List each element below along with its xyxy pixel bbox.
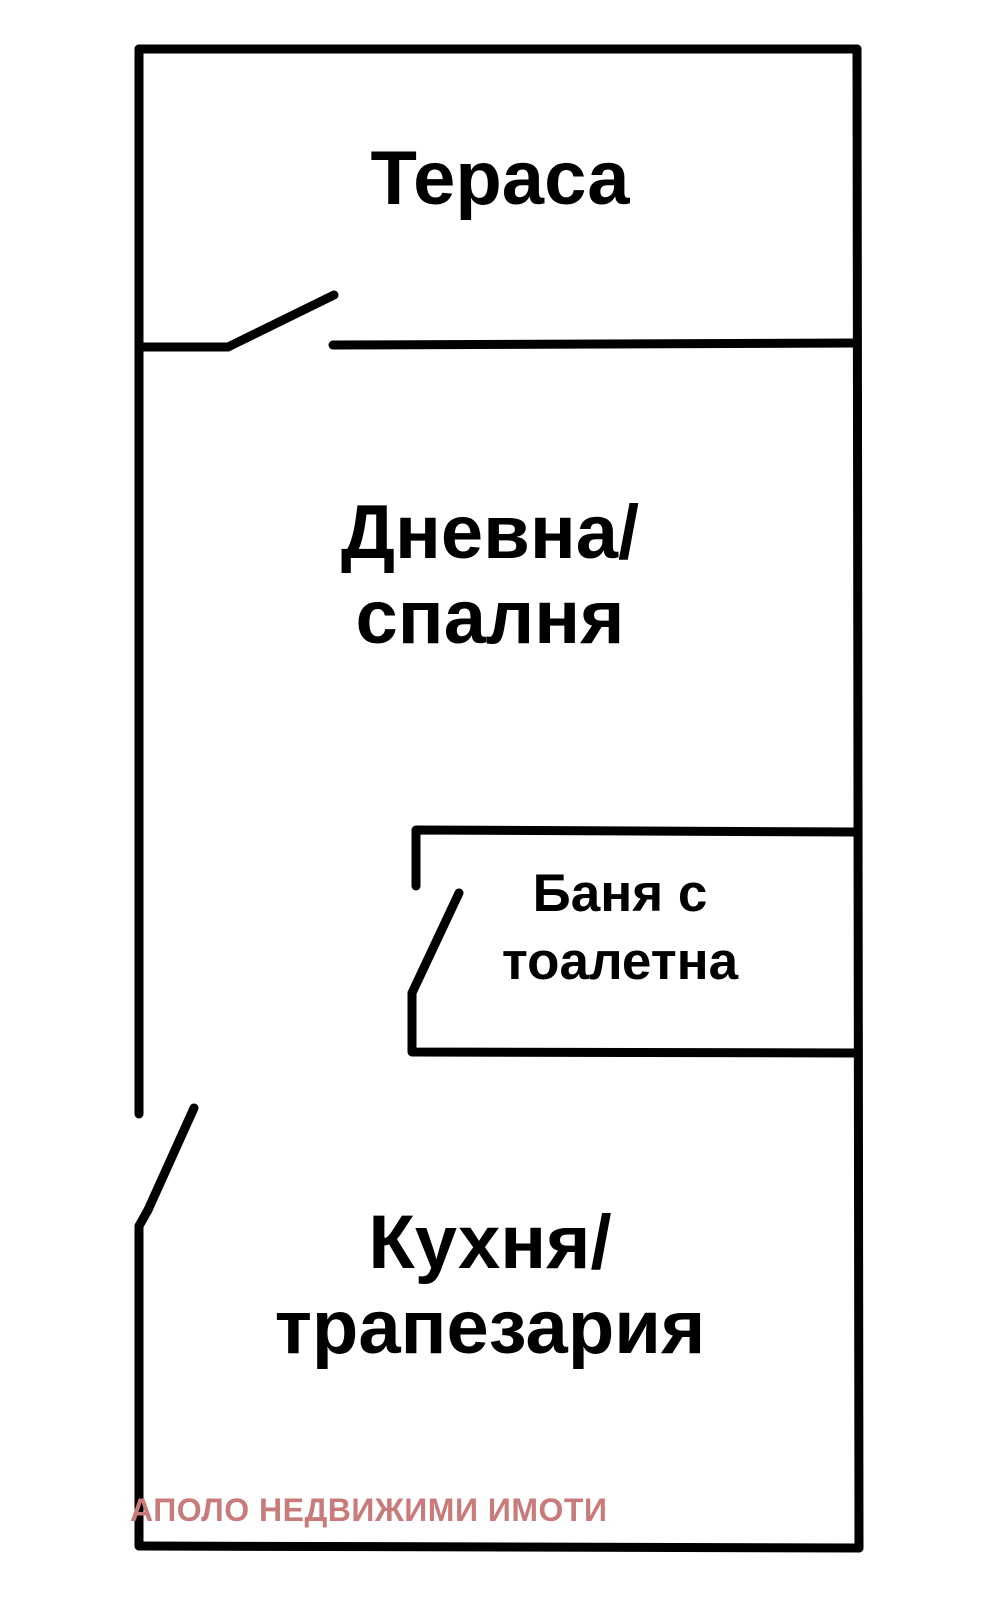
bathroom-door-leaf	[407, 888, 464, 998]
kitchen-label-line-1: Кухня/	[368, 1200, 612, 1285]
outer-wall-bottom	[134, 1541, 864, 1553]
outer-wall-left-lower	[134, 1205, 153, 1551]
outer-wall-right	[852, 44, 864, 1553]
terrace-wall-right-segment	[328, 338, 862, 350]
living-room-label-line-1: Дневна/	[340, 490, 640, 575]
kitchen-label: Кухня/ трапезария	[230, 1200, 750, 1370]
watermark: АПОЛО НЕДВИЖИМИ ИМОТИ	[130, 1492, 608, 1528]
terrace-door-leaf	[223, 290, 339, 352]
terrace-label-text: Тераса	[370, 136, 630, 221]
bathroom-label: Баня с тоалетна	[460, 860, 780, 996]
kitchen-label-line-2: трапезария	[274, 1285, 706, 1371]
bathroom-wall-top	[411, 825, 862, 891]
bathroom-label-line-2: тоалетна	[501, 931, 739, 991]
bathroom-label-line-1: Баня с	[532, 864, 708, 923]
living-room-label-line-2: спалня	[355, 575, 625, 661]
entrance-door-leaf	[143, 1103, 199, 1215]
terrace-label: Тераса	[300, 136, 700, 221]
bathroom-wall-bottom	[407, 988, 862, 1058]
living-room-label: Дневна/ спалня	[240, 490, 740, 660]
